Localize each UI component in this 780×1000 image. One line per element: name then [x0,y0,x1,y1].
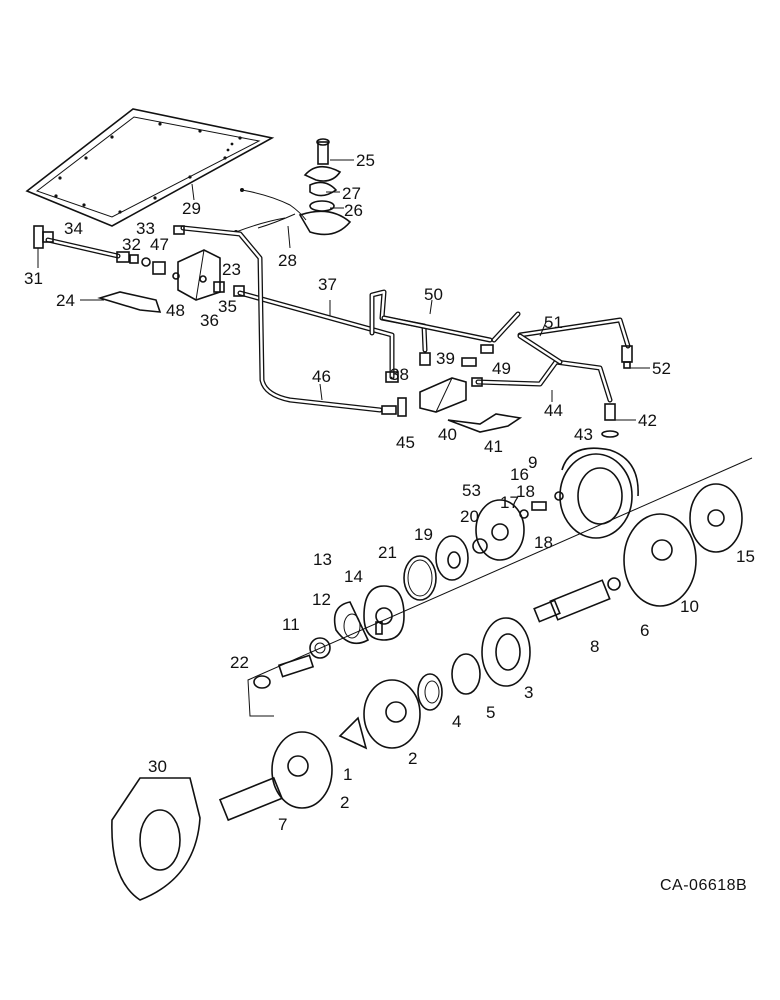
callout-5: 5 [486,703,495,722]
callout-22: 22 [230,653,249,672]
callout-24: 24 [56,291,75,310]
callout-10: 10 [680,597,699,616]
callout-21: 21 [378,543,397,562]
callout-4: 4 [452,712,461,731]
callout-23: 23 [222,260,241,279]
callout-35: 35 [218,297,237,316]
callout-11: 11 [282,615,300,634]
callout-8: 8 [590,637,599,656]
callout-32: 32 [122,235,141,254]
callout-51: 51 [544,313,563,332]
cover-plate [25,108,275,227]
callout-45: 45 [396,433,415,452]
callout-7: 7 [278,815,287,834]
callout-27: 27 [342,184,361,203]
callout-25: 25 [356,151,375,170]
gear-drive-assembly [111,447,753,901]
callout-6: 6 [640,621,649,640]
callout-19: 19 [414,525,433,544]
callout-26: 26 [344,201,363,220]
drawing-code: CA-06618B [660,877,747,894]
callout-53: 53 [462,481,481,500]
callout-52: 52 [652,359,671,378]
callout-39: 39 [436,349,455,368]
callout-38: 38 [390,365,409,384]
callout-29: 29 [182,199,201,218]
callout-37: 37 [318,275,337,294]
callout-49: 49 [492,359,511,378]
leader-lines [37,159,650,421]
callout-2b: 2 [340,793,349,812]
callout-40: 40 [438,425,457,444]
callout-41: 41 [484,437,503,456]
callout-43: 43 [574,425,593,444]
callout-44: 44 [544,401,563,420]
callout-48: 48 [166,301,185,320]
callout-18a: 18 [516,482,535,501]
callout-34: 34 [64,219,83,238]
callout-13: 13 [313,550,332,569]
callout-1: 1 [343,765,352,784]
callout-14: 14 [344,567,363,586]
callout-28: 28 [278,251,297,270]
callout-2a: 2 [408,749,417,768]
callout-16: 16 [510,465,529,484]
callout-33: 33 [136,219,155,238]
callout-17: 17 [500,493,519,512]
callout-3: 3 [524,683,533,702]
callout-20: 20 [460,507,479,526]
callout-50: 50 [424,285,443,304]
callout-31: 31 [24,269,43,288]
callout-30: 30 [148,757,167,776]
callout-12: 12 [312,590,331,609]
callout-36: 36 [200,311,219,330]
hydraulic-tubes [45,225,631,413]
callout-labels: 1 2 2 3 4 5 6 7 8 9 10 11 12 13 14 15 16… [24,151,755,834]
callout-18b: 18 [534,533,553,552]
callout-9: 9 [528,453,537,472]
callout-46: 46 [312,367,331,386]
callout-42: 42 [638,411,657,430]
valve-lever-assembly [234,138,352,236]
callout-15: 15 [736,547,755,566]
fittings [33,225,633,438]
callout-47: 47 [150,235,169,254]
